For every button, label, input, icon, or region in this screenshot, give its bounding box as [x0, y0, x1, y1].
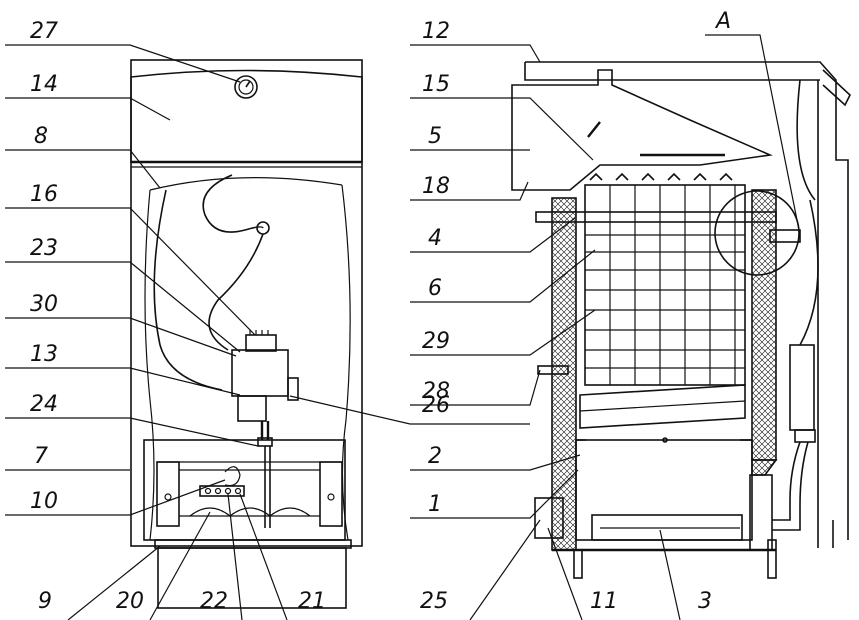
label-5: 5 [428, 124, 442, 149]
label-13: 13 [30, 342, 58, 367]
label-14: 14 [30, 72, 58, 97]
part-labels: 27 14 8 16 23 30 13 24 7 10 9 20 22 21 1… [30, 9, 731, 614]
label-12: 12 [422, 19, 450, 44]
label-16: 16 [30, 182, 58, 207]
label-6: 6 [428, 276, 442, 301]
label-8: 8 [34, 124, 48, 149]
label-10: 10 [30, 489, 58, 514]
label-26: 26 [422, 393, 450, 418]
side-view [511, 61, 851, 579]
label-20: 20 [116, 589, 144, 614]
flue-hood [511, 69, 773, 191]
label-29: 29 [422, 329, 450, 354]
burner-assembly [143, 439, 352, 609]
label-a: A [714, 9, 731, 34]
label-27: 27 [30, 19, 58, 44]
label-2: 2 [428, 444, 442, 469]
casing-outline [130, 59, 363, 547]
label-15: 15 [422, 72, 450, 97]
label-21: 21 [298, 589, 326, 614]
leader-lines [5, 34, 801, 620]
label-22: 22 [200, 589, 228, 614]
label-24: 24 [30, 392, 58, 417]
label-4: 4 [428, 226, 442, 251]
front-view [130, 59, 363, 609]
label-28: 28 [422, 379, 450, 404]
label-23: 23 [30, 236, 58, 261]
capillary-tube [202, 174, 264, 233]
label-7: 7 [34, 444, 48, 469]
label-11: 11 [590, 589, 618, 614]
label-9: 9 [38, 589, 52, 614]
gas-valve [231, 330, 299, 528]
label-1: 1 [428, 492, 442, 517]
heat-exchanger [584, 172, 746, 386]
label-30: 30 [30, 292, 58, 317]
label-18: 18 [422, 174, 450, 199]
control-panel [130, 69, 363, 163]
cutaway-boundary [144, 176, 351, 541]
label-3: 3 [698, 589, 712, 614]
thermometer-icon [234, 75, 258, 99]
label-25: 25 [420, 589, 448, 614]
